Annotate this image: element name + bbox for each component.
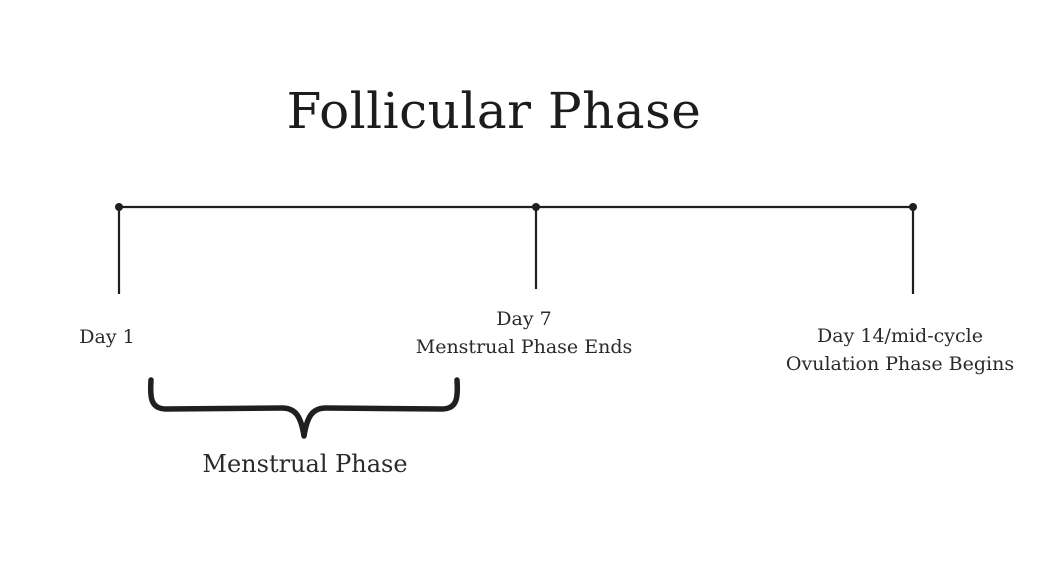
menstrual-phase-brace	[147, 377, 461, 439]
menstrual-phase-label: Menstrual Phase	[202, 450, 408, 478]
marker-dot-day-1	[115, 203, 123, 211]
marker-label-day-14-line-1: Day 14/mid-cycle	[817, 325, 983, 347]
marker-label-day-7-line-1: Day 7	[496, 308, 552, 330]
marker-label-day-1-line-1: Day 1	[79, 326, 135, 348]
marker-label-day-14: Day 14/mid-cycle Ovulation Phase Begins	[780, 322, 1020, 378]
diagram-title: Follicular Phase	[286, 82, 702, 140]
marker-label-day-7-line-2: Menstrual Phase Ends	[415, 336, 633, 358]
marker-label-day-14-line-2: Ovulation Phase Begins	[785, 353, 1015, 375]
marker-label-day-1: Day 1	[72, 323, 142, 351]
marker-dot-day-14	[909, 203, 917, 211]
marker-label-day-7: Day 7 Menstrual Phase Ends	[404, 305, 644, 361]
marker-dot-day-7	[532, 203, 540, 211]
